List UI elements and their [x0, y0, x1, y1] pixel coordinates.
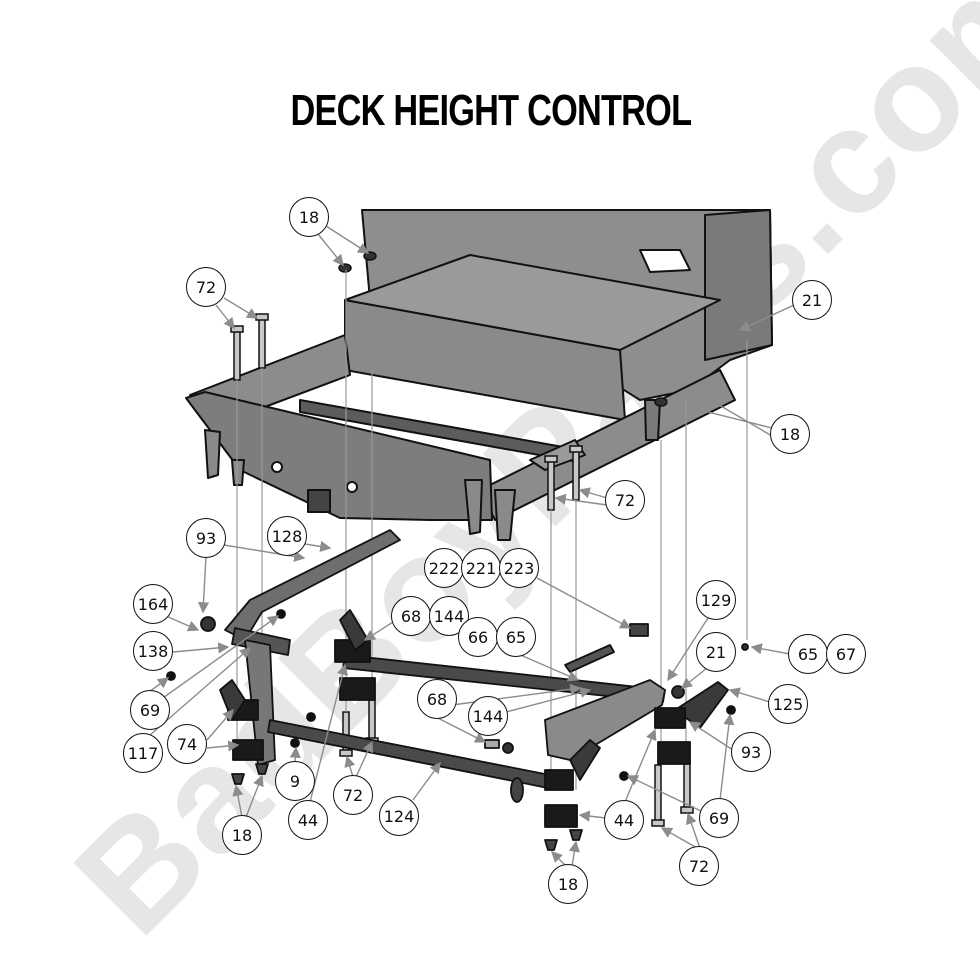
part-callout-18[interactable]: 18	[289, 197, 329, 237]
part-callout-18[interactable]: 18	[548, 864, 588, 904]
part-callout-74[interactable]: 74	[167, 724, 207, 764]
part-callout-69[interactable]: 69	[699, 798, 739, 838]
part-callout-93[interactable]: 93	[731, 732, 771, 772]
part-callout-68[interactable]: 68	[391, 596, 431, 636]
part-callout-221[interactable]: 221	[461, 548, 501, 588]
part-callout-117[interactable]: 117	[123, 733, 163, 773]
part-callout-72[interactable]: 72	[605, 480, 645, 520]
part-callout-72[interactable]: 72	[333, 775, 373, 815]
part-callout-44[interactable]: 44	[604, 800, 644, 840]
part-callout-65[interactable]: 65	[496, 617, 536, 657]
part-callout-125[interactable]: 125	[768, 684, 808, 724]
part-callout-129[interactable]: 129	[696, 580, 736, 620]
part-callout-72[interactable]: 72	[679, 846, 719, 886]
leader-lines	[148, 225, 795, 867]
part-callout-21[interactable]: 21	[696, 632, 736, 672]
part-callout-18[interactable]: 18	[770, 414, 810, 454]
page-title: DECK HEIGHT CONTROL	[290, 86, 692, 135]
part-callout-18[interactable]: 18	[222, 815, 262, 855]
part-callout-138[interactable]: 138	[133, 631, 173, 671]
part-callout-44[interactable]: 44	[288, 800, 328, 840]
part-callout-72[interactable]: 72	[186, 267, 226, 307]
part-callout-9[interactable]: 9	[275, 761, 315, 801]
part-callout-164[interactable]: 164	[133, 584, 173, 624]
part-callout-65[interactable]: 65	[788, 634, 828, 674]
part-callout-128[interactable]: 128	[267, 516, 307, 556]
part-callout-144[interactable]: 144	[468, 696, 508, 736]
part-callout-21[interactable]: 21	[792, 280, 832, 320]
part-callout-223[interactable]: 223	[499, 548, 539, 588]
part-callout-68[interactable]: 68	[417, 679, 457, 719]
part-callout-69[interactable]: 69	[130, 690, 170, 730]
part-callout-66[interactable]: 66	[458, 617, 498, 657]
lift-assembly	[166, 529, 749, 851]
part-callout-67[interactable]: 67	[826, 634, 866, 674]
part-callout-124[interactable]: 124	[379, 796, 419, 836]
mower-frame	[185, 209, 773, 541]
part-callout-222[interactable]: 222	[424, 548, 464, 588]
part-callout-93[interactable]: 93	[186, 518, 226, 558]
